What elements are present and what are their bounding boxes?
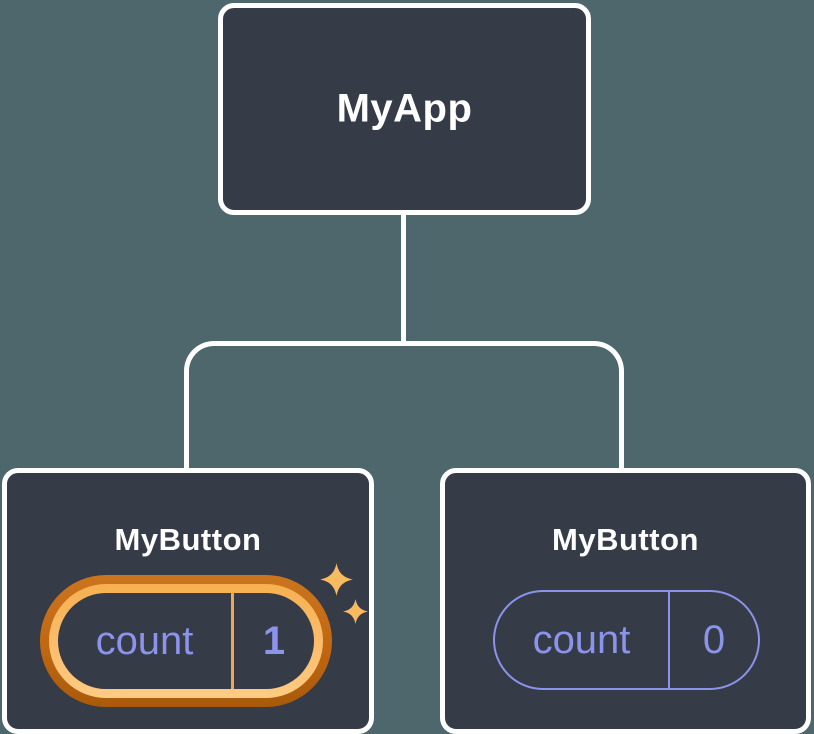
state-pill-highlighted: count 1 (40, 575, 332, 707)
sparkle-icon-small (343, 599, 368, 624)
child-node-right: MyButton count 0 (440, 468, 811, 734)
child-node-left: MyButton count 1 (2, 468, 374, 734)
highlight-ring: count 1 (49, 584, 323, 698)
pill-divider (231, 593, 234, 689)
state-key: count (532, 617, 631, 662)
connector-root-stub (401, 215, 406, 345)
state-key: count (95, 618, 194, 663)
state-value: 0 (702, 617, 726, 662)
root-node: MyApp (218, 3, 591, 215)
root-node-label: MyApp (336, 86, 473, 131)
sparkle-icon-large (320, 563, 353, 596)
pill-divider (668, 592, 670, 688)
child-node-right-label: MyButton (552, 522, 699, 557)
state-pill-body: count 1 (58, 593, 314, 689)
state-value: 1 (262, 618, 286, 663)
state-pill-plain: count 0 (493, 590, 760, 690)
child-node-left-label: MyButton (114, 522, 262, 557)
connector-bracket (184, 341, 624, 468)
